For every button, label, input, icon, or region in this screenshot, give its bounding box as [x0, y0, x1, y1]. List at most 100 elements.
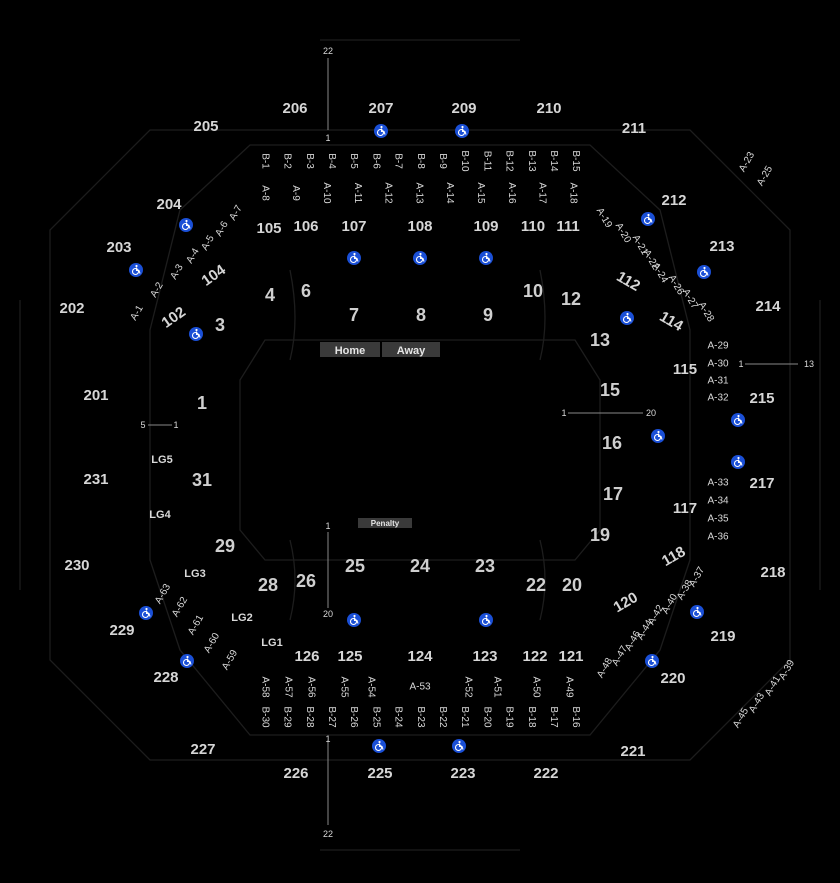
section-220[interactable]: 220 — [660, 670, 685, 687]
box-b-6[interactable]: B-6 — [370, 153, 381, 169]
penalty-box[interactable] — [358, 518, 412, 528]
box-b-13[interactable]: B-13 — [526, 150, 537, 172]
loge-lg4[interactable]: LG4 — [149, 509, 171, 521]
section-227[interactable]: 227 — [190, 741, 215, 758]
section-124[interactable]: 124 — [407, 648, 433, 665]
section-122[interactable]: 122 — [522, 648, 547, 665]
box-a-30[interactable]: A-30 — [707, 359, 729, 370]
section-202[interactable]: 202 — [59, 300, 84, 317]
box-a-53[interactable]: A-53 — [409, 682, 431, 693]
box-b-21[interactable]: B-21 — [459, 706, 470, 728]
away-bench[interactable] — [382, 342, 440, 357]
box-a-58[interactable]: A-58 — [259, 676, 270, 698]
section-15[interactable]: 15 — [600, 380, 620, 400]
box-b-10[interactable]: B-10 — [459, 150, 470, 172]
section-107[interactable]: 107 — [341, 218, 366, 235]
section-210[interactable]: 210 — [536, 100, 561, 117]
box-a-34[interactable]: A-34 — [707, 496, 729, 507]
section-105[interactable]: 105 — [256, 220, 281, 237]
box-a-52[interactable]: A-52 — [462, 676, 473, 698]
box-b-12[interactable]: B-12 — [504, 150, 515, 172]
section-219[interactable]: 219 — [710, 628, 735, 645]
section-29[interactable]: 29 — [215, 536, 235, 556]
box-b-27[interactable]: B-27 — [326, 706, 337, 728]
section-123[interactable]: 123 — [472, 648, 497, 665]
section-117[interactable]: 117 — [673, 500, 697, 517]
section-115[interactable]: 115 — [673, 361, 697, 378]
section-23[interactable]: 23 — [475, 556, 495, 576]
loge-lg5[interactable]: LG5 — [151, 454, 172, 466]
loge-lg2[interactable]: LG2 — [231, 612, 252, 624]
section-16[interactable]: 16 — [602, 433, 622, 453]
section-223[interactable]: 223 — [450, 765, 475, 782]
section-225[interactable]: 225 — [367, 765, 392, 782]
section-212[interactable]: 212 — [661, 192, 686, 209]
box-a-13[interactable]: A-13 — [413, 182, 424, 204]
section-110[interactable]: 110 — [521, 218, 545, 235]
section-4[interactable]: 4 — [265, 285, 275, 305]
box-b-17[interactable]: B-17 — [548, 706, 559, 728]
box-b-20[interactable]: B-20 — [481, 706, 492, 728]
box-a-12[interactable]: A-12 — [383, 182, 394, 204]
section-7[interactable]: 7 — [349, 305, 359, 325]
section-10[interactable]: 10 — [523, 281, 543, 301]
box-a-29[interactable]: A-29 — [707, 341, 729, 352]
box-a-32[interactable]: A-32 — [707, 393, 729, 404]
section-218[interactable]: 218 — [760, 564, 785, 581]
section-111[interactable]: 111 — [556, 218, 579, 235]
section-9[interactable]: 9 — [483, 305, 493, 325]
box-b-2[interactable]: B-2 — [282, 153, 293, 169]
section-109[interactable]: 109 — [473, 218, 498, 235]
section-205[interactable]: 205 — [193, 118, 218, 135]
box-b-16[interactable]: B-16 — [570, 706, 581, 728]
box-b-19[interactable]: B-19 — [504, 706, 515, 728]
section-31[interactable]: 31 — [192, 470, 212, 490]
box-a-14[interactable]: A-14 — [444, 182, 455, 204]
section-206[interactable]: 206 — [282, 100, 307, 117]
section-20[interactable]: 20 — [562, 575, 582, 595]
section-106[interactable]: 106 — [293, 218, 318, 235]
section-22[interactable]: 22 — [526, 575, 546, 595]
box-a-36[interactable]: A-36 — [707, 532, 729, 543]
loge-lg3[interactable]: LG3 — [184, 568, 205, 580]
section-217[interactable]: 217 — [749, 475, 774, 492]
section-222[interactable]: 222 — [533, 765, 558, 782]
section-230[interactable]: 230 — [64, 557, 89, 574]
box-a-51[interactable]: A-51 — [491, 676, 502, 698]
box-b-22[interactable]: B-22 — [437, 706, 448, 728]
box-a-10[interactable]: A-10 — [321, 182, 332, 204]
box-b-24[interactable]: B-24 — [393, 706, 404, 728]
box-b-29[interactable]: B-29 — [282, 706, 293, 728]
box-a-8[interactable]: A-8 — [259, 185, 270, 201]
section-231[interactable]: 231 — [83, 471, 108, 488]
section-1[interactable]: 1 — [197, 393, 207, 413]
section-24[interactable]: 24 — [410, 556, 430, 576]
box-a-9[interactable]: A-9 — [290, 185, 301, 201]
box-b-26[interactable]: B-26 — [348, 706, 359, 728]
section-6[interactable]: 6 — [301, 281, 311, 301]
home-bench[interactable] — [320, 342, 380, 357]
section-108[interactable]: 108 — [407, 218, 432, 235]
box-a-33[interactable]: A-33 — [707, 478, 729, 489]
box-a-31[interactable]: A-31 — [707, 376, 729, 387]
box-a-49[interactable]: A-49 — [563, 676, 574, 698]
box-a-17[interactable]: A-17 — [537, 182, 548, 204]
box-a-55[interactable]: A-55 — [338, 676, 349, 698]
section-211[interactable]: 211 — [622, 120, 646, 137]
section-13[interactable]: 13 — [590, 330, 610, 350]
box-b-7[interactable]: B-7 — [393, 153, 404, 169]
box-a-57[interactable]: A-57 — [282, 676, 293, 698]
box-b-3[interactable]: B-3 — [304, 153, 315, 169]
box-a-56[interactable]: A-56 — [305, 676, 316, 698]
box-b-25[interactable]: B-25 — [370, 706, 381, 728]
box-b-5[interactable]: B-5 — [348, 153, 359, 169]
section-229[interactable]: 229 — [109, 622, 134, 639]
section-207[interactable]: 207 — [368, 100, 393, 117]
box-a-50[interactable]: A-50 — [530, 676, 541, 698]
section-125[interactable]: 125 — [337, 648, 362, 665]
section-126[interactable]: 126 — [294, 648, 319, 665]
box-b-23[interactable]: B-23 — [415, 706, 426, 728]
section-213[interactable]: 213 — [709, 238, 734, 255]
section-28[interactable]: 28 — [258, 575, 278, 595]
box-b-14[interactable]: B-14 — [548, 150, 559, 172]
